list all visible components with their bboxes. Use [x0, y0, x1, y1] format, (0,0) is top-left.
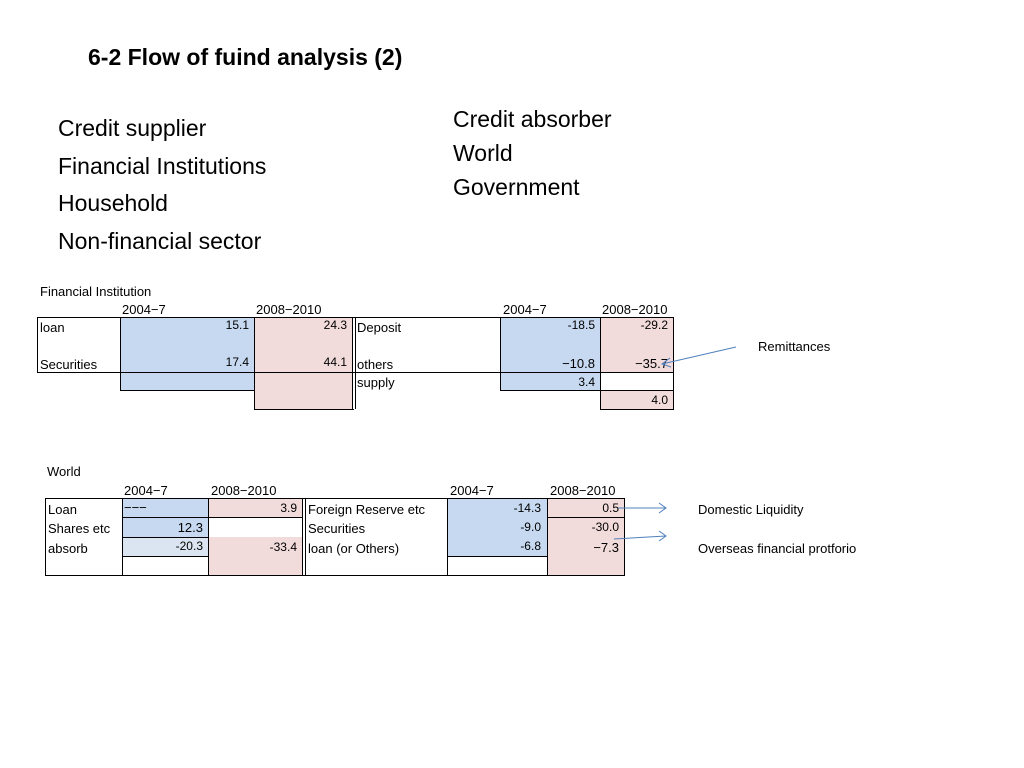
- fi-line: [37, 317, 38, 373]
- fi-line: [120, 390, 254, 391]
- fi-row-label: others: [357, 357, 394, 372]
- world-value: -6.8: [520, 539, 541, 553]
- remittances-arrow: [660, 346, 737, 368]
- fi-value: 17.4: [225, 355, 249, 369]
- fi-row-label: Securities: [40, 357, 98, 372]
- credit-absorber-item: World: [453, 140, 513, 166]
- fi-line: [500, 390, 674, 391]
- world-line: [447, 498, 448, 576]
- world-bottom-line: [45, 575, 625, 576]
- world-line: [122, 517, 303, 518]
- world-table-title: World: [47, 464, 81, 479]
- world-value: -9.0: [520, 520, 541, 534]
- world-line: [547, 517, 625, 518]
- fi-value: 44.1: [323, 355, 347, 369]
- credit-supplier-item: Financial Institutions: [58, 152, 267, 179]
- world-line: [122, 537, 208, 538]
- world-row-label: Loan: [48, 502, 77, 517]
- world-right-period-2: 2008−2010: [550, 483, 616, 498]
- world-left-period2-fill-top: [208, 498, 303, 517]
- world-line: [448, 556, 547, 557]
- fi-left-period-1: 2004−7: [122, 302, 166, 317]
- world-top-line: [45, 498, 625, 499]
- fi-right-period2-fill: [600, 317, 673, 372]
- world-row-label: Securities: [308, 521, 366, 536]
- fi-value: −10.8: [562, 356, 595, 371]
- page-title: 6-2 Flow of fuind analysis (2): [88, 44, 403, 70]
- fi-left-period2-fill: [254, 317, 353, 409]
- fi-value: −35.7: [635, 356, 668, 371]
- world-value: −−−: [124, 500, 147, 515]
- world-line: [305, 498, 306, 576]
- world-row-label: Foreign Reserve etc: [308, 502, 426, 517]
- world-row-label: Shares etc: [48, 521, 111, 536]
- fi-line: [120, 317, 121, 390]
- world-left-period-1: 2004−7: [124, 483, 168, 498]
- fi-right-period2-fill-bottom: [600, 390, 673, 409]
- fi-line: [355, 317, 356, 409]
- world-right-period-1: 2004−7: [450, 483, 494, 498]
- world-line: [208, 498, 209, 576]
- credit-supplier-item: Non-financial sector: [58, 227, 262, 254]
- credit-absorber-item: Government: [453, 174, 580, 200]
- fi-value: -18.5: [567, 318, 595, 332]
- domestic-liquidity-annotation: Domestic Liquidity: [698, 502, 804, 517]
- world-value: -14.3: [513, 501, 541, 515]
- world-value: 0.5: [602, 501, 619, 515]
- world-value: -20.3: [175, 539, 203, 553]
- remittances-annotation: Remittances: [758, 339, 831, 354]
- fi-row-label: Deposit: [357, 320, 402, 335]
- world-line: [122, 498, 123, 576]
- world-row-label: absorb: [48, 541, 88, 556]
- world-right-period2-fill: [547, 498, 625, 576]
- fi-line: [500, 317, 501, 390]
- domestic-liquidity-arrow: [618, 502, 667, 514]
- world-row-label: loan (or Others): [308, 541, 400, 556]
- world-line: [122, 556, 208, 557]
- world-value: 3.9: [280, 501, 297, 515]
- credit-absorber-list: Credit absorber World Government: [453, 102, 612, 204]
- credit-supplier-list: Credit supplier Financial Institutions H…: [58, 110, 266, 260]
- fi-line: [254, 317, 255, 409]
- world-left-period1-fill-absorb: [122, 538, 208, 556]
- world-value: -30.0: [591, 520, 619, 534]
- world-value: −7.3: [593, 540, 619, 555]
- fi-value: -29.2: [640, 318, 668, 332]
- fi-right-period-1: 2004−7: [503, 302, 547, 317]
- world-left-period-2: 2008−2010: [211, 483, 277, 498]
- world-line: [45, 498, 46, 576]
- fi-line: [600, 409, 674, 410]
- credit-absorber-heading: Credit absorber: [453, 106, 612, 132]
- fi-value: 24.3: [323, 318, 347, 332]
- fi-left-period-2: 2008−2010: [256, 302, 322, 317]
- world-value: -33.4: [269, 540, 297, 554]
- fi-line: [254, 409, 354, 410]
- world-line: [302, 498, 303, 576]
- credit-supplier-item: Household: [58, 190, 168, 216]
- fi-line: [352, 317, 353, 409]
- world-value: 12.3: [177, 520, 203, 535]
- world-line: [624, 498, 625, 576]
- fi-value: 3.4: [578, 375, 595, 389]
- overseas-portfolio-annotation: Overseas financial protforio: [698, 541, 857, 556]
- fi-right-period-2: 2008−2010: [602, 302, 668, 317]
- fi-value: 15.1: [225, 318, 249, 332]
- world-left-period1-fill: [122, 498, 208, 538]
- world-line: [547, 498, 548, 576]
- fi-left-period1-fill: [120, 317, 254, 390]
- fi-table-title: Financial Institution: [40, 284, 152, 299]
- world-left-period2-fill-bottom: [208, 537, 303, 576]
- fi-line: [673, 317, 674, 409]
- fi-value: 4.0: [651, 393, 668, 407]
- fi-row-label: loan: [40, 320, 65, 335]
- fi-right-period1-fill: [500, 317, 600, 390]
- fi-line: [600, 317, 601, 409]
- world-right-period1-fill: [448, 498, 547, 556]
- overseas-portfolio-arrow: [613, 530, 667, 542]
- fi-row-label: supply: [357, 375, 395, 390]
- credit-supplier-heading: Credit supplier: [58, 115, 207, 141]
